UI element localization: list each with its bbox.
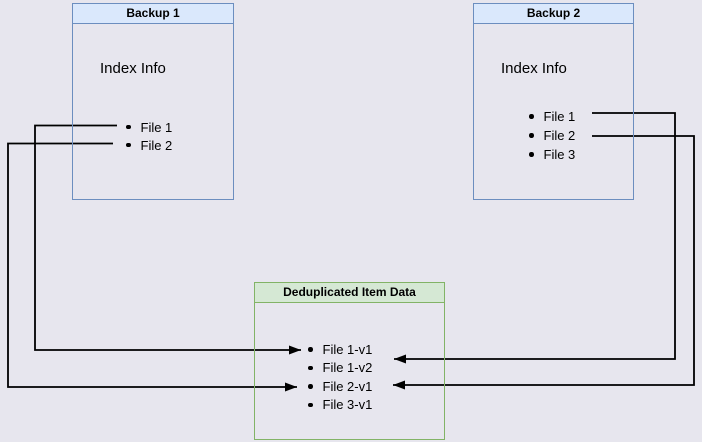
list-item: File 2-v1 [308,377,372,396]
file-label: File 2 [140,137,173,153]
bullet-icon [308,365,313,370]
dedup-box: Deduplicated Item Data File 1-v1 File 1-… [254,282,445,440]
list-item: File 1 [126,118,172,136]
backup1-title: Backup 1 [126,6,180,20]
list-item: File 1-v2 [308,359,372,378]
dedup-title: Deduplicated Item Data [283,285,416,299]
backup1-index-info-label: Index Info [100,60,166,77]
file-label: File 1-v1 [322,341,373,357]
bullet-icon [529,114,534,119]
file-label: File 3 [543,147,576,162]
bullet-icon [308,347,313,352]
backup1-file-list: File 1 File 2 [126,118,172,154]
file-label: File 2-v1 [322,378,373,394]
backup2-title: Backup 2 [526,6,581,20]
file-label: File 3-v1 [322,397,373,413]
bullet-icon [529,133,534,138]
backup2-file-list: File 1 File 2 File 3 [529,107,575,164]
bullet-icon [308,402,313,407]
backup2-header: Backup 2 [474,4,633,24]
bullet-icon [529,152,534,157]
file-label: File 1 [140,119,173,135]
backup2-box: Backup 2 Index Info File 1 File 2 File 3 [473,3,634,200]
dedup-header: Deduplicated Item Data [255,283,444,303]
file-label: File 2 [543,128,576,143]
backup1-box: Backup 1 Index Info File 1 File 2 [72,3,234,200]
list-item: File 1 [529,107,575,126]
bullet-icon [126,124,131,130]
list-item: File 3-v1 [308,396,372,415]
list-item: File 2 [529,126,575,145]
backup1-header: Backup 1 [73,4,233,24]
bullet-icon [308,384,313,389]
backup2-index-info-label: Index Info [501,60,567,77]
list-item: File 1-v1 [308,340,372,359]
file-label: File 1 [543,109,576,124]
list-item: File 2 [126,136,172,154]
bullet-icon [126,142,131,148]
list-item: File 3 [529,145,575,164]
file-label: File 1-v2 [322,360,373,376]
dedup-file-list: File 1-v1 File 1-v2 File 2-v1 File 3-v1 [308,340,372,414]
